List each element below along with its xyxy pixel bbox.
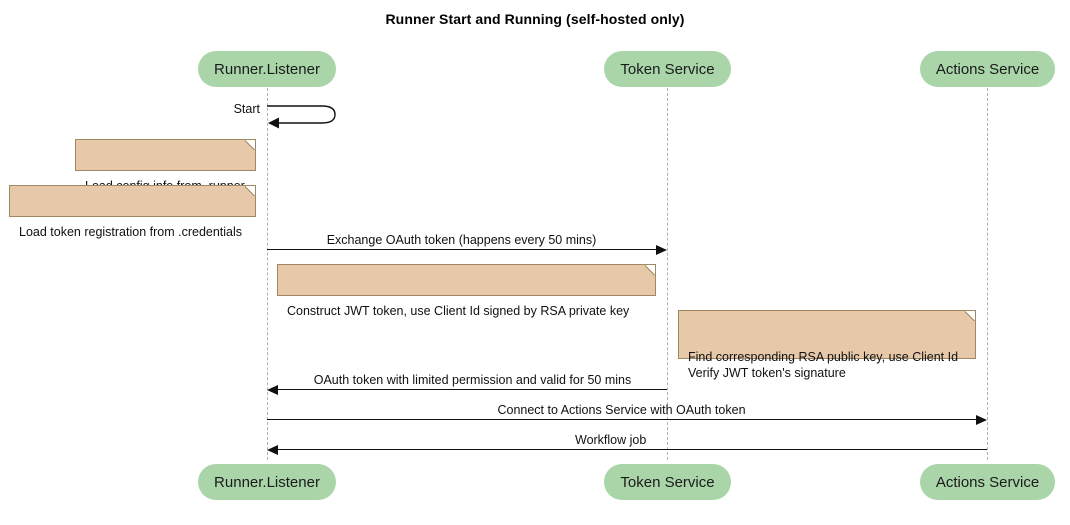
- lifeline-token-service: [667, 88, 668, 460]
- message-workflow-job: Workflow job: [267, 433, 987, 455]
- participant-runner-listener-top[interactable]: Runner.Listener: [198, 51, 336, 87]
- participant-runner-listener-bottom[interactable]: Runner.Listener: [198, 464, 336, 500]
- message-label: OAuth token with limited permission and …: [313, 373, 632, 387]
- note-fold-icon: [645, 264, 656, 275]
- participant-actions-service-bottom[interactable]: Actions Service: [920, 464, 1055, 500]
- note-load-config: Load config info from .runner: [75, 139, 256, 193]
- note-text: Find corresponding RSA public key, use C…: [688, 350, 959, 380]
- arrowhead-left-icon: [267, 385, 278, 395]
- message-oauth-token-response: OAuth token with limited permission and …: [267, 373, 667, 395]
- note-load-token-registration: Load token registration from .credential…: [9, 185, 256, 239]
- arrowhead-right-icon: [976, 415, 987, 425]
- lifeline-actions-service: [987, 88, 988, 460]
- participant-label: Runner.Listener: [214, 60, 320, 78]
- note-construct-jwt-token: Construct JWT token, use Client Id signe…: [277, 264, 656, 318]
- note-verify-jwt-token: Find corresponding RSA public key, use C…: [678, 310, 976, 380]
- participant-actions-service-top[interactable]: Actions Service: [920, 51, 1055, 87]
- message-exchange-oauth-token: Exchange OAuth token (happens every 50 m…: [267, 233, 667, 255]
- participant-label: Actions Service: [935, 473, 1040, 491]
- note-fold-icon: [245, 139, 256, 150]
- participant-label: Actions Service: [935, 60, 1040, 78]
- participant-token-service-bottom[interactable]: Token Service: [604, 464, 731, 500]
- participant-label: Token Service: [620, 473, 715, 491]
- participant-label: Token Service: [620, 60, 715, 78]
- message-connect-to-actions-service: Connect to Actions Service with OAuth to…: [267, 403, 987, 425]
- participant-label: Runner.Listener: [214, 473, 320, 491]
- participant-token-service-top[interactable]: Token Service: [604, 51, 731, 87]
- message-start-selfloop: [267, 101, 357, 133]
- message-label: Exchange OAuth token (happens every 50 m…: [326, 233, 597, 247]
- note-fold-icon: [245, 185, 256, 196]
- lifeline-runner-listener: [267, 88, 268, 460]
- note-fold-icon: [965, 310, 976, 321]
- message-label: Connect to Actions Service with OAuth to…: [497, 403, 746, 417]
- arrowhead-left-icon: [267, 445, 278, 455]
- page-title: Runner Start and Running (self-hosted on…: [385, 11, 685, 27]
- message-start-label: Start: [233, 102, 260, 116]
- arrowhead-right-icon: [656, 245, 667, 255]
- note-text: Load token registration from .credential…: [19, 225, 243, 239]
- note-text: Construct JWT token, use Client Id signe…: [287, 304, 630, 318]
- message-label: Workflow job: [575, 433, 647, 447]
